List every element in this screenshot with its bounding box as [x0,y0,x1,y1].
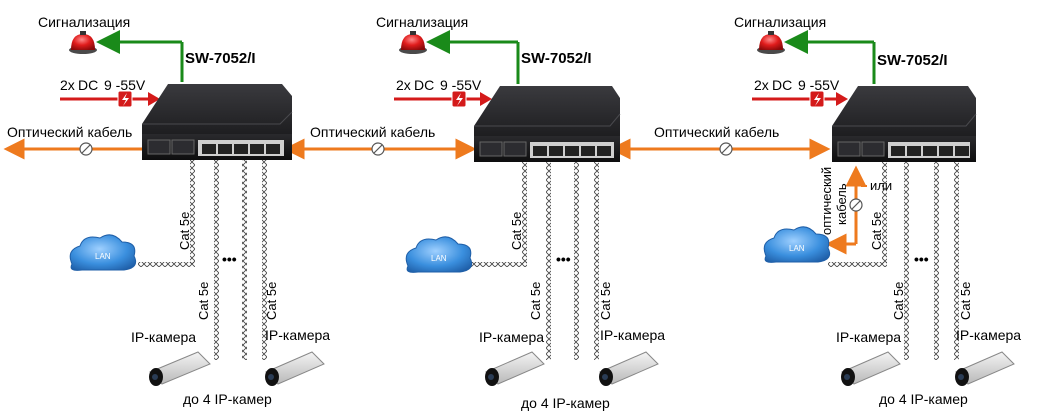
power-count-label: 2x [396,77,411,93]
switch-unit-2: Сигнализация SW-7052/I 2x DC 9 -55V [376,14,665,411]
cat5e-label: Cat 5e [869,212,884,250]
fiber-coupler-icon [719,142,733,156]
optical-link-middle-1: Оптический кабель [283,124,477,160]
alarm-lamp-icon [399,31,427,54]
ellipsis: ••• [914,251,929,267]
camera-label: IP-камера [131,329,196,345]
twisted-pair-cables [828,162,959,360]
power-type-label: DC [78,77,98,93]
alarm-label: Сигнализация [38,14,130,30]
power-type-label: DC [414,77,434,93]
alt-optical-label-line2: кабель [834,183,849,225]
lan-cloud-icon: LAN [405,236,473,273]
camera-label: IP-камера [956,327,1021,343]
ip-camera-icon [149,351,211,386]
camera-label: IP-камера [479,329,544,345]
cat5e-label: Cat 5e [196,282,211,320]
ip-camera-icon [841,351,901,386]
camera-label: IP-камера [265,327,330,343]
lan-label: LAN [431,254,447,263]
power-type-label: DC [772,77,792,93]
cameras-note: до 4 IP-камер [879,391,968,407]
fiber-coupler-icon [849,198,863,212]
ip-camera-icon [955,351,1015,386]
lan-cloud-icon: LAN [69,234,137,271]
ip-camera-icon [265,351,325,386]
power-count-label: 2x [754,77,769,93]
cameras-note: до 4 IP-камер [183,391,272,407]
ip-camera-icon [485,351,545,386]
twisted-pair-cables [470,162,599,360]
alarm-lamp-icon [757,31,785,54]
cat5e-label: Cat 5e [891,282,906,320]
network-switch-icon [832,86,977,162]
lightning-icon [451,90,467,108]
optical-link-middle-2: Оптический кабель [609,124,831,160]
cat5e-label: Cat 5e [528,282,543,320]
lightning-icon [117,90,133,108]
ellipsis: ••• [222,251,237,267]
twisted-pair-cables [138,160,267,360]
switch-model-label: SW-7052/I [521,50,592,67]
lan-label: LAN [95,252,111,261]
cat5e-label: Cat 5e [264,282,279,320]
optical-link-left: Оптический кабель [3,124,148,160]
cameras-note: до 4 IP-камер [521,395,610,411]
power-voltage-label: 9 -55V [104,77,146,93]
cat5e-label: Cat 5e [958,282,973,320]
optical-cable-label: Оптический кабель [654,124,779,140]
lan-label: LAN [789,244,805,253]
or-label: или [870,178,892,193]
ip-camera-icon [599,351,659,386]
power-voltage-label: 9 -55V [798,77,840,93]
optical-cable-label: Оптический кабель [7,124,132,140]
network-switch-icon [142,84,293,160]
cat5e-label: Cat 5e [598,282,613,320]
cat5e-label: Cat 5e [177,212,192,250]
switch-model-label: SW-7052/I [877,52,948,69]
camera-label: IP-камера [836,329,901,345]
switch-model-label: SW-7052/I [185,50,256,67]
lan-cloud-icon: LAN [763,226,831,263]
fiber-coupler-icon [371,142,385,156]
alarm-label: Сигнализация [734,14,826,30]
lightning-icon [809,90,825,108]
camera-label: IP-камера [600,327,665,343]
switch-unit-1: Сигнализация SW-7052/I 2x DC 9 -55V [38,14,330,407]
optical-cable-label: Оптический кабель [310,124,435,140]
cat5e-label: Cat 5e [509,212,524,250]
power-count-label: 2x [60,77,75,93]
power-voltage-label: 9 -55V [440,77,482,93]
alarm-label: Сигнализация [376,14,468,30]
ellipsis: ••• [556,251,571,267]
switch-unit-3: Сигнализация SW-7052/I 2x DC 9 -55V [734,14,1021,407]
alarm-lamp-icon [69,31,97,54]
fiber-coupler-icon [79,142,93,156]
alt-optical-label-line1: оптический [819,167,834,235]
network-switch-icon [474,86,621,162]
